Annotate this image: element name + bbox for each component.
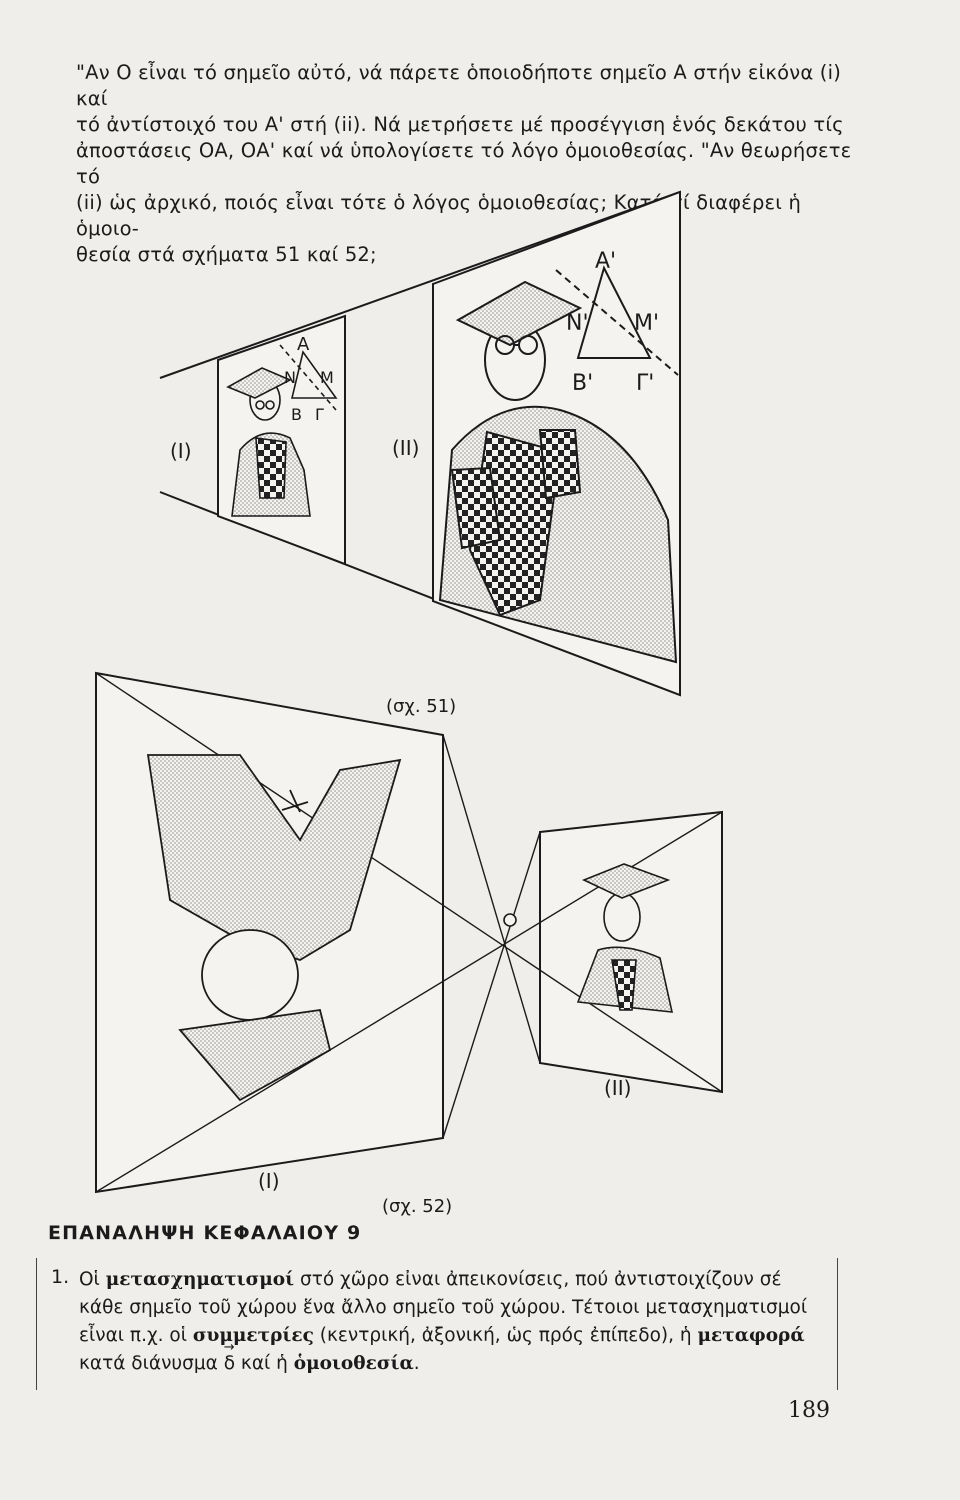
triangle-small [279,344,338,411]
vertex-N-prime: Ν' [566,311,589,336]
figure-51 [159,190,681,697]
text-run: καί ἡ [235,1353,294,1374]
intro-line: "Αν Ο εἶναι τό σημεῖο αὐτό, νά πάρετε ὁπ… [76,61,842,110]
label-I-fig51: (I) [170,439,192,463]
item-number: 1. [51,1266,70,1288]
label-II-fig52: (II) [604,1076,631,1100]
term-symmetries: συμμετρίες [192,1325,314,1346]
summary-box: 1. Οἱ μετασχηματισμοί στό χῶρο εἰναι ἀπε… [36,1258,838,1390]
text-run: κατά διάνυσμα [79,1353,224,1374]
text-run: . [413,1353,420,1374]
term-homothety: ὁμοιοθεσία [293,1353,414,1374]
vertex-G: Γ [315,405,324,424]
triangle-large [555,265,679,376]
intro-line: (ii) ὡς ἀρχικό, ποιός εἶναι τότε ὁ λόγος… [76,191,802,240]
caption-fig52: (σχ. 52) [382,1196,452,1217]
student-small-52 [576,863,674,1013]
vertex-B: Β [291,405,302,424]
student-inverted [146,754,402,1102]
term-transformations: μετασχηματισμοί [105,1269,295,1290]
page-number: 189 [788,1398,830,1423]
vertex-B-prime: Β' [572,371,593,396]
student-large [438,280,678,664]
text-run: στό χῶρο εἰναι ἀπεικονίσεις, πού ἀντιστο… [79,1269,808,1346]
summary-text: Οἱ μετασχηματισμοί στό χῶρο εἰναι ἀπεικο… [79,1266,829,1378]
center-O [503,913,517,927]
intro-line: τό ἀντίστοιχό του Α' στή (ii). Νά μετρήσ… [76,113,844,136]
text-run: (κεντρική, ἀξονική, ὡς πρός ἐπίπεδο), ἡ [313,1325,698,1346]
intro-line: ἀποστάσεις ΟΑ, ΟΑ' καί νά ὑπολογίσετε τό… [76,139,852,188]
vertex-A: Α [297,334,310,355]
intro-line: θεσία στά σχήματα 51 καί 52; [76,243,377,266]
term-translation: μεταφορά [697,1325,805,1346]
vertex-M-prime: Μ' [634,311,659,336]
text-run: Οἱ [79,1269,106,1290]
homothety-figures: (I) (II) Α Ν Μ Β Γ Α' Ν' Μ' Β' Γ' (σχ. 5… [95,190,723,1217]
vertex-G-prime: Γ' [636,371,654,396]
chapter-review-heading: ΕΠΑΝΑΛΗΨΗ ΚΕΦΑΛΑΙΟΥ 9 [48,1222,362,1244]
vertex-M: Μ [320,368,334,387]
label-I-fig52: (I) [258,1169,280,1193]
vertex-N: Ν [284,368,296,387]
vertex-A-prime: Α' [595,249,616,274]
figure-52 [95,671,723,1194]
vector-delta: δ [224,1334,235,1378]
caption-fig51: (σχ. 51) [386,696,456,717]
exercise-text: "Αν Ο εἶναι τό σημεῖο αὐτό, νά πάρετε ὁπ… [76,60,856,268]
student-small [226,367,311,517]
label-II-fig51: (II) [392,436,419,460]
